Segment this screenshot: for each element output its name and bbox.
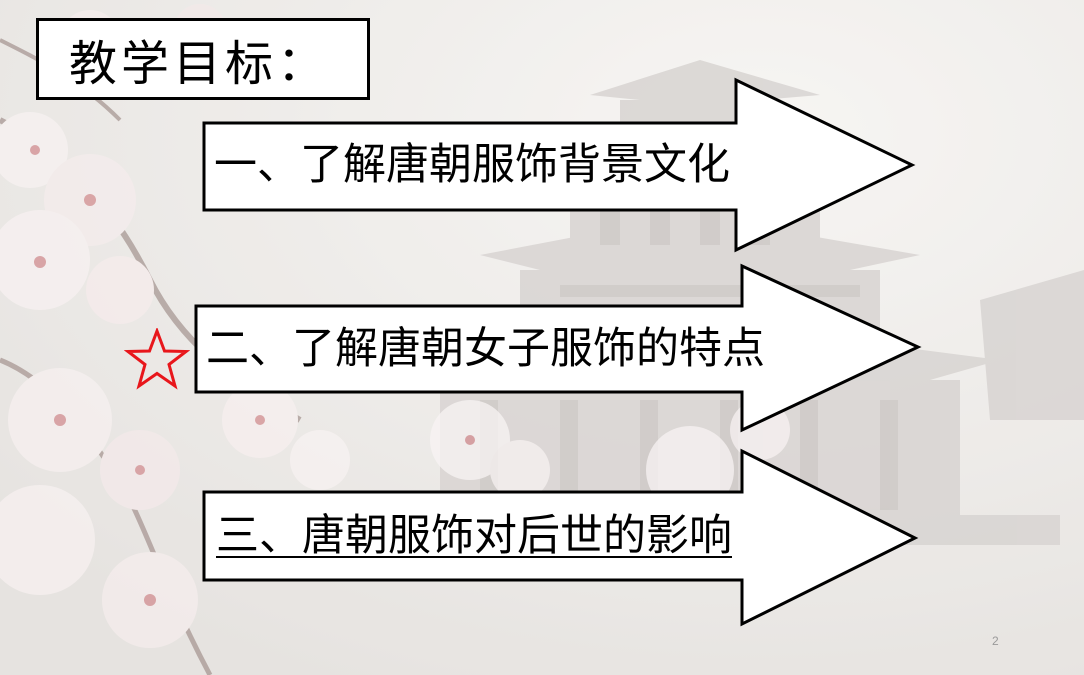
objective-label-2: 二、了解唐朝女子服饰的特点 bbox=[206, 324, 765, 374]
objective-label-1: 一、了解唐朝服饰背景文化 bbox=[214, 140, 730, 190]
star-icon bbox=[124, 328, 190, 390]
objective-label-3: 三、唐朝服饰对后世的影响 bbox=[216, 511, 732, 561]
page-number: 2 bbox=[992, 634, 999, 648]
slide-title: 教学目标： bbox=[69, 36, 330, 92]
title-box: 教学目标： bbox=[36, 18, 370, 100]
